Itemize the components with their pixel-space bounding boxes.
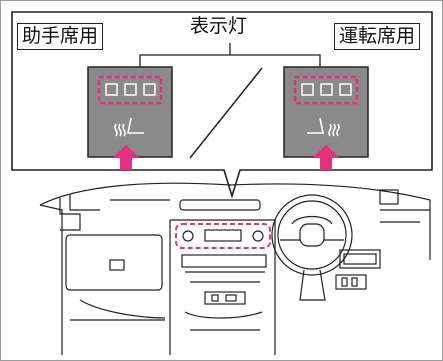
dashboard-lineart — [39, 182, 431, 355]
indicator-light-icon — [124, 83, 137, 96]
indicator-light-icon — [301, 83, 314, 96]
indicator-highlight-driver — [293, 75, 359, 105]
indicator-light-label: 表示灯 — [190, 15, 248, 37]
seat-heater-icon — [307, 117, 340, 137]
center-switch-highlight — [175, 223, 271, 249]
driver-seat-label: 運転席用 — [334, 23, 421, 50]
up-arrow-icon — [312, 145, 340, 170]
driver-switch-panel — [283, 66, 369, 170]
seat-heater-icon — [114, 117, 144, 137]
indicator-light-icon — [320, 83, 333, 96]
passenger-switch-panel — [87, 66, 173, 170]
indicator-light-icon — [105, 83, 118, 96]
divider-slash — [189, 67, 263, 159]
indicator-light-icon — [339, 83, 352, 96]
indicator-highlight-passenger — [97, 75, 163, 105]
up-arrow-icon — [112, 145, 140, 170]
passenger-seat-label: 助手席用 — [17, 23, 104, 50]
indicator-light-icon — [143, 83, 156, 96]
